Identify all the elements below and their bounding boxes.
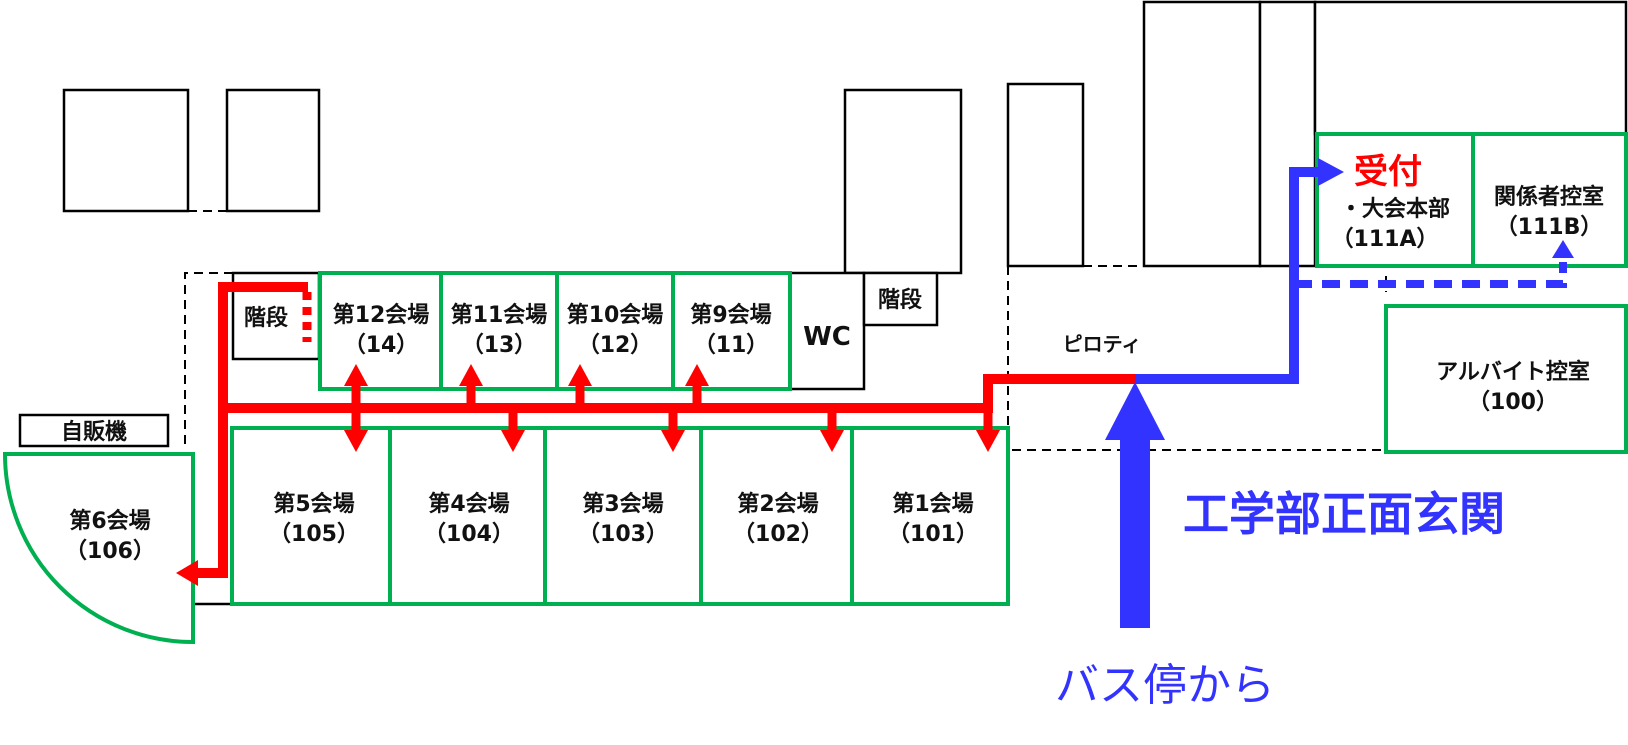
venue-12-name: 第12会場 [333,302,430,328]
venue-10-name: 第10会場 [567,302,664,328]
venue-6-name: 第6会場 [69,508,150,534]
venue-6-room: （106） [65,539,155,564]
arrow-to-venue-6 [176,560,198,586]
wc-label: WC [803,322,851,352]
venue-3-room: （103） [578,522,668,547]
venue-4-room: （104） [424,522,514,547]
venue-2[interactable] [699,426,854,606]
venue-6[interactable] [2,452,195,645]
venue-4[interactable] [388,426,547,606]
right-rooms: 受付 ・大会本部 （111A） 関係者控室 （111B） アルバイト控室 （10… [1315,132,1628,454]
red-corridor-line [223,374,1135,413]
bus-stop-arrow-shaft-top [1120,438,1150,452]
blue-route [1105,158,1574,628]
arrow-to-reception [1318,158,1344,186]
venue-4-name: 第4会場 [428,491,509,517]
building-block [1006,82,1085,268]
arrow-up-venue-9 [685,364,709,386]
parttime-room-100[interactable] [1384,304,1628,454]
venue-5-name: 第5会場 [273,491,354,517]
venue-12-room: （14） [344,333,419,358]
building-block [1142,0,1262,268]
from-bus-stop-label: バス停から [1055,660,1275,711]
piloti-label: ピロティ [1063,332,1142,356]
arrow-up-venue-11 [459,364,483,386]
venue-10[interactable] [555,271,675,391]
venue-2-name: 第2会場 [737,491,818,517]
venue-5-room: （105） [269,522,359,547]
venue-2-room: （102） [733,522,823,547]
blue-path-to-reception [1135,167,1318,384]
venue-9-room: （11） [694,333,769,358]
reception-title: 受付 [1354,152,1422,192]
venue-1-room: （101） [888,522,978,547]
venue-11-name: 第11会場 [451,302,548,328]
upper-venues: 第12会場 （14） 第11会場 （13） 第10会場 （12） 第9会場 （1… [318,271,792,391]
venue-11[interactable] [439,271,559,391]
venue-5[interactable] [230,426,392,606]
wc-room[interactable] [788,271,866,391]
stairs-left-label: 階段 [244,305,288,331]
reception-line2: （111A） [1332,227,1439,252]
bus-stop-arrow-head [1105,382,1165,440]
venue-6-group: 第6会場 （106） [2,452,195,645]
building-block [62,88,190,213]
red-left-trunk [198,282,308,578]
staff-room-line1: 関係者控室 [1494,184,1604,210]
building-block [1313,0,1628,136]
vending-machine[interactable] [18,413,170,448]
venue-1[interactable] [850,426,1010,606]
red-route [176,282,1135,586]
dashed-outline [184,272,233,450]
building-block [843,88,963,275]
building-block [1258,0,1317,268]
arrow-down-venue-4 [501,430,525,452]
parttime-room-line1: アルバイト控室 [1436,359,1590,385]
background-buildings [62,0,1628,606]
venue-1-name: 第1会場 [892,491,973,517]
vending-machine-label: 自販機 [61,419,127,445]
reception-line1: ・大会本部 [1340,196,1450,222]
parttime-room-line2: （100） [1468,390,1558,415]
venue-9-name: 第9会場 [690,302,771,328]
blue-dashed-to-staff-room [1294,262,1567,288]
arrow-to-staff-room [1552,240,1574,258]
stairs-right-label: 階段 [878,287,922,313]
venue-9[interactable] [671,271,792,391]
stairs-right[interactable] [862,271,939,327]
arrow-down-venue-3 [661,430,685,452]
venue-10-room: （12） [578,333,653,358]
arrow-up-venue-10 [568,364,592,386]
venue-12[interactable] [318,271,443,391]
venue-3[interactable] [543,426,703,606]
bus-stop-arrow-shaft [1120,450,1150,628]
building-block [225,88,321,213]
entrance-label: 工学部正面玄関 [1183,487,1505,541]
arrow-down-venue-1 [976,430,1000,452]
venue-11-room: （13） [462,333,537,358]
staff-room-line2: （111B） [1496,215,1603,240]
staff-room-111b[interactable] [1471,132,1628,268]
arrow-down-venue-5 [344,430,368,452]
lower-venues: 第5会場 （105） 第4会場 （104） 第3会場 （103） 第2会場 （1… [230,426,1010,606]
arrow-up-venue-12 [344,364,368,386]
venue-3-name: 第3会場 [582,491,663,517]
arrow-down-venue-2 [820,430,844,452]
